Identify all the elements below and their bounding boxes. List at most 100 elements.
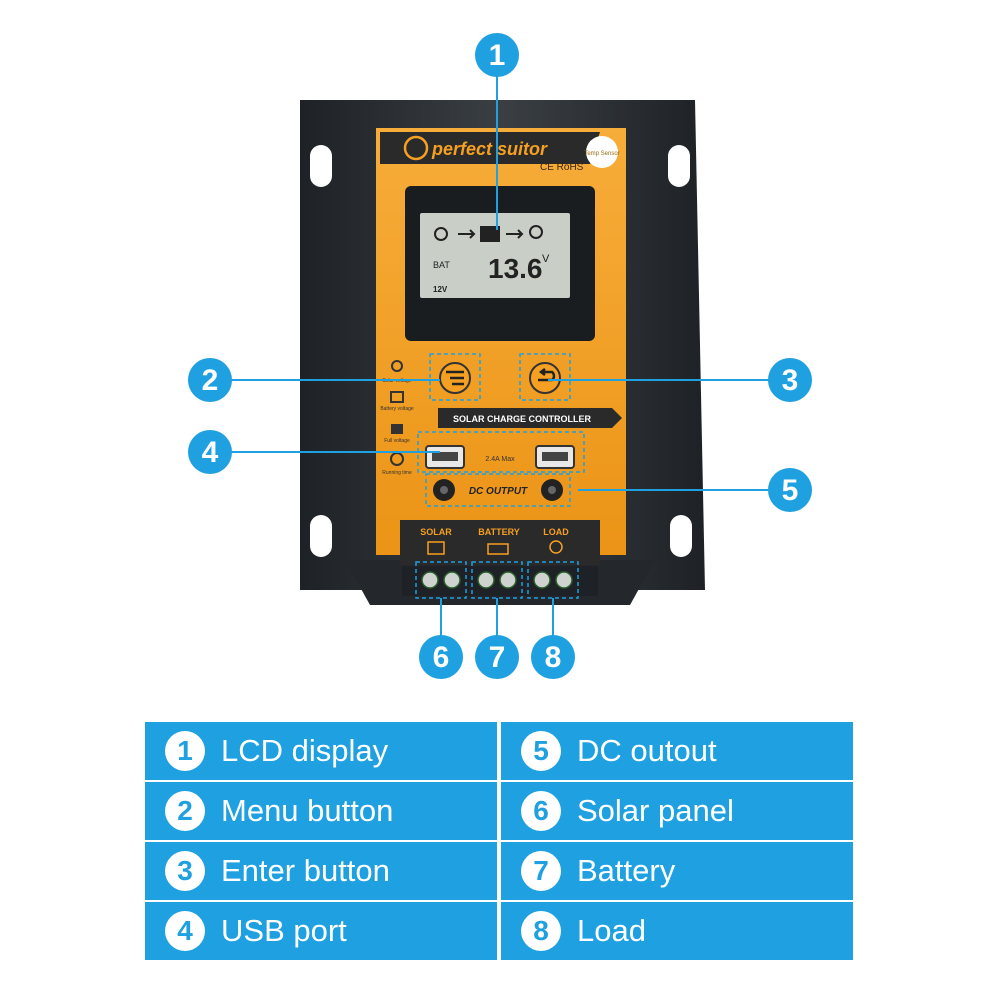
solar-panel-icon — [427, 541, 445, 555]
lcd-sun-icon — [434, 227, 448, 241]
lcd-arrow-icon — [506, 229, 524, 239]
model-banner-bg — [438, 408, 622, 428]
legend-label: USB port — [221, 913, 347, 948]
callout-number-3: 3 — [782, 364, 799, 397]
terminal-screw[interactable] — [477, 571, 495, 589]
temp-sensor — [586, 136, 618, 168]
legend-number: 3 — [165, 851, 205, 891]
lcd-unit: V — [542, 253, 550, 265]
callout-circle-4 — [188, 430, 232, 474]
legend-label: LCD display — [221, 733, 389, 768]
lcd-bat-label: BAT — [433, 260, 450, 270]
legend-item: 6 Solar panel — [501, 782, 853, 840]
lock-icon — [391, 424, 403, 434]
callout-number-1: 1 — [489, 39, 506, 72]
temp-sensor-label: Temp Sensor — [584, 151, 619, 157]
brand-name: perfect suitor — [431, 139, 548, 159]
legend-label: Load — [577, 913, 646, 948]
callout-number-7: 7 — [489, 641, 506, 674]
controller-illustration: perfect suitor CE RoHS Temp Sensor BAT 1… — [188, 33, 812, 679]
terminal-label-load: LOAD — [543, 527, 569, 537]
callout-number-2: 2 — [202, 364, 219, 397]
legend-item: 5 DC outout — [501, 722, 853, 780]
legend-item: 8 Load — [501, 902, 853, 960]
solar-voltage-icon — [391, 360, 403, 372]
leader-lines — [232, 75, 768, 636]
legend-table: 1 LCD display 5 DC outout 2 Menu button … — [145, 722, 853, 960]
usb-slot-right — [542, 452, 568, 461]
terminal-label-battery: BATTERY — [478, 527, 520, 537]
battery-terminal-highlight — [471, 561, 523, 599]
callout-number-8: 8 — [545, 641, 562, 674]
legend-label: Battery — [577, 853, 676, 888]
dc-output-highlight — [425, 473, 571, 507]
enter-button[interactable] — [519, 353, 571, 401]
side-icon-label: Running time — [382, 470, 412, 476]
legend-label: DC outout — [577, 733, 717, 768]
solar-terminal-highlight — [415, 561, 467, 599]
usb-slot-left — [432, 452, 458, 461]
menu-button[interactable] — [429, 353, 481, 401]
usb-rating: 2.4A Max — [485, 456, 515, 463]
diagram-stage: perfect suitor CE RoHS Temp Sensor BAT 1… — [188, 33, 812, 679]
enter-button-highlight — [519, 353, 571, 401]
legend-item: 7 Battery — [501, 842, 853, 900]
callout-number-5: 5 — [782, 474, 799, 507]
terminal-screw[interactable] — [533, 571, 551, 589]
legend-number: 6 — [521, 791, 561, 831]
legend-item: 2 Menu button — [145, 782, 497, 840]
lcd-display: BAT 13.6 V 12V — [405, 186, 595, 341]
callout-number-4: 4 — [202, 436, 219, 469]
callout-circle-1 — [475, 33, 519, 77]
usb-ports: 2.4A Max — [417, 431, 585, 473]
legend-label: Solar panel — [577, 793, 734, 828]
terminal-screw[interactable] — [421, 571, 439, 589]
callout-circle-7 — [475, 635, 519, 679]
legend-label: Enter button — [221, 853, 390, 888]
legend-number: 5 — [521, 731, 561, 771]
terminal-block: SOLAR BATTERY LOAD — [400, 520, 600, 599]
mount-hole-top-left — [310, 145, 332, 187]
model-banner: SOLAR CHARGE CONTROLLER — [438, 408, 622, 428]
legend-number: 8 — [521, 911, 561, 951]
sun-logo-icon — [403, 135, 429, 161]
mount-hole-top-right — [668, 145, 690, 187]
lcd-bulb-icon — [529, 225, 543, 239]
battery-voltage-icon — [390, 391, 404, 403]
callout-circle-8 — [531, 635, 575, 679]
legend-label: Menu button — [221, 793, 394, 828]
callout-number-6: 6 — [433, 641, 450, 674]
terminal-screw[interactable] — [555, 571, 573, 589]
load-terminal-highlight — [527, 561, 579, 599]
dc-output-label: DC OUTPUT — [469, 486, 528, 497]
terminal-screw[interactable] — [443, 571, 461, 589]
menu-icon — [446, 370, 464, 386]
callout-markers: 1 2 3 4 5 6 7 8 — [188, 33, 812, 679]
legend-number: 7 — [521, 851, 561, 891]
legend-number: 4 — [165, 911, 205, 951]
certification-marks: CE RoHS — [540, 162, 584, 173]
legend-item: 1 LCD display — [145, 722, 497, 780]
load-bulb-icon — [549, 540, 563, 554]
mount-hole-bottom-left — [310, 515, 332, 557]
legend-item: 3 Enter button — [145, 842, 497, 900]
menu-button-highlight — [429, 353, 481, 401]
mount-hole-bottom-right — [670, 515, 692, 557]
dc-jack-left-pin — [440, 486, 448, 494]
enter-button-cap[interactable] — [529, 362, 561, 394]
lcd-reading: 13.6 — [488, 253, 543, 284]
lcd-screen — [420, 213, 570, 298]
brand-banner — [380, 132, 600, 164]
terminal-label-solar: SOLAR — [420, 527, 452, 537]
side-icon-label: Full voltage — [384, 438, 410, 444]
callout-circle-5 — [768, 468, 812, 512]
lcd-system-voltage: 12V — [433, 285, 448, 294]
legend-number: 2 — [165, 791, 205, 831]
callout-circle-6 — [419, 635, 463, 679]
lcd-battery-icon — [480, 226, 500, 242]
callout-circle-3 — [768, 358, 812, 402]
legend-number: 1 — [165, 731, 205, 771]
battery-icon — [487, 543, 509, 555]
terminal-screw[interactable] — [499, 571, 517, 589]
callout-circle-2 — [188, 358, 232, 402]
